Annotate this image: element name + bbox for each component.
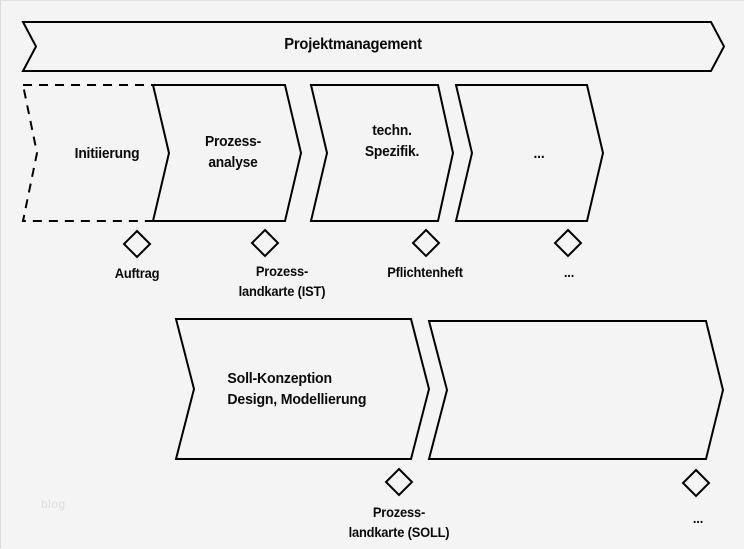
milestone-label-pflichtenheft: Pflichtenheft xyxy=(387,264,463,280)
watermark-text: blog xyxy=(41,497,66,511)
milestone-label-prozesslandkarte-soll: Prozess- landkarte (SOLL) xyxy=(348,504,450,540)
chevron-shape-techn-spezifik[interactable] xyxy=(309,84,455,222)
chevron-shape-row2-empty[interactable] xyxy=(427,320,725,460)
chevron-label-initiierung: Initiierung xyxy=(74,145,140,162)
chevron-label-techn-spezifik: techn. Spezifik. xyxy=(364,122,420,161)
milestone-diamond-row2-ellipsis[interactable] xyxy=(681,468,711,498)
chevron-label-prozessanalyse: Prozess- analyse xyxy=(204,133,262,172)
chevron-label-soll-konzeption: Soll-Konzeption Design, Modellierung xyxy=(227,370,367,409)
chevron-label-row1-ellipsis: ... xyxy=(533,145,545,162)
chevron-shape-prozessanalyse[interactable] xyxy=(151,84,303,222)
milestone-diamond-prozesslandkarte-ist[interactable] xyxy=(250,228,280,258)
chevron-shape-soll-konzeption[interactable] xyxy=(174,318,431,460)
milestone-label-prozesslandkarte-ist: Prozess- landkarte (IST) xyxy=(238,263,326,299)
banner-label-projektmanagement: Projektmanagement xyxy=(284,36,422,53)
milestone-diamond-prozesslandkarte-soll[interactable] xyxy=(384,467,414,497)
milestone-diamond-pflichtenheft[interactable] xyxy=(411,228,441,258)
milestone-diamond-auftrag[interactable] xyxy=(122,229,152,259)
banner-shape-projektmanagement[interactable] xyxy=(21,21,726,72)
milestone-label-row1-ellipsis: ... xyxy=(563,264,575,280)
chevron-shape-row1-ellipsis[interactable] xyxy=(454,84,605,222)
milestone-label-auftrag: Auftrag xyxy=(114,265,160,281)
milestone-label-row2-ellipsis: ... xyxy=(692,510,704,526)
milestone-diamond-row1-ellipsis[interactable] xyxy=(553,228,583,258)
